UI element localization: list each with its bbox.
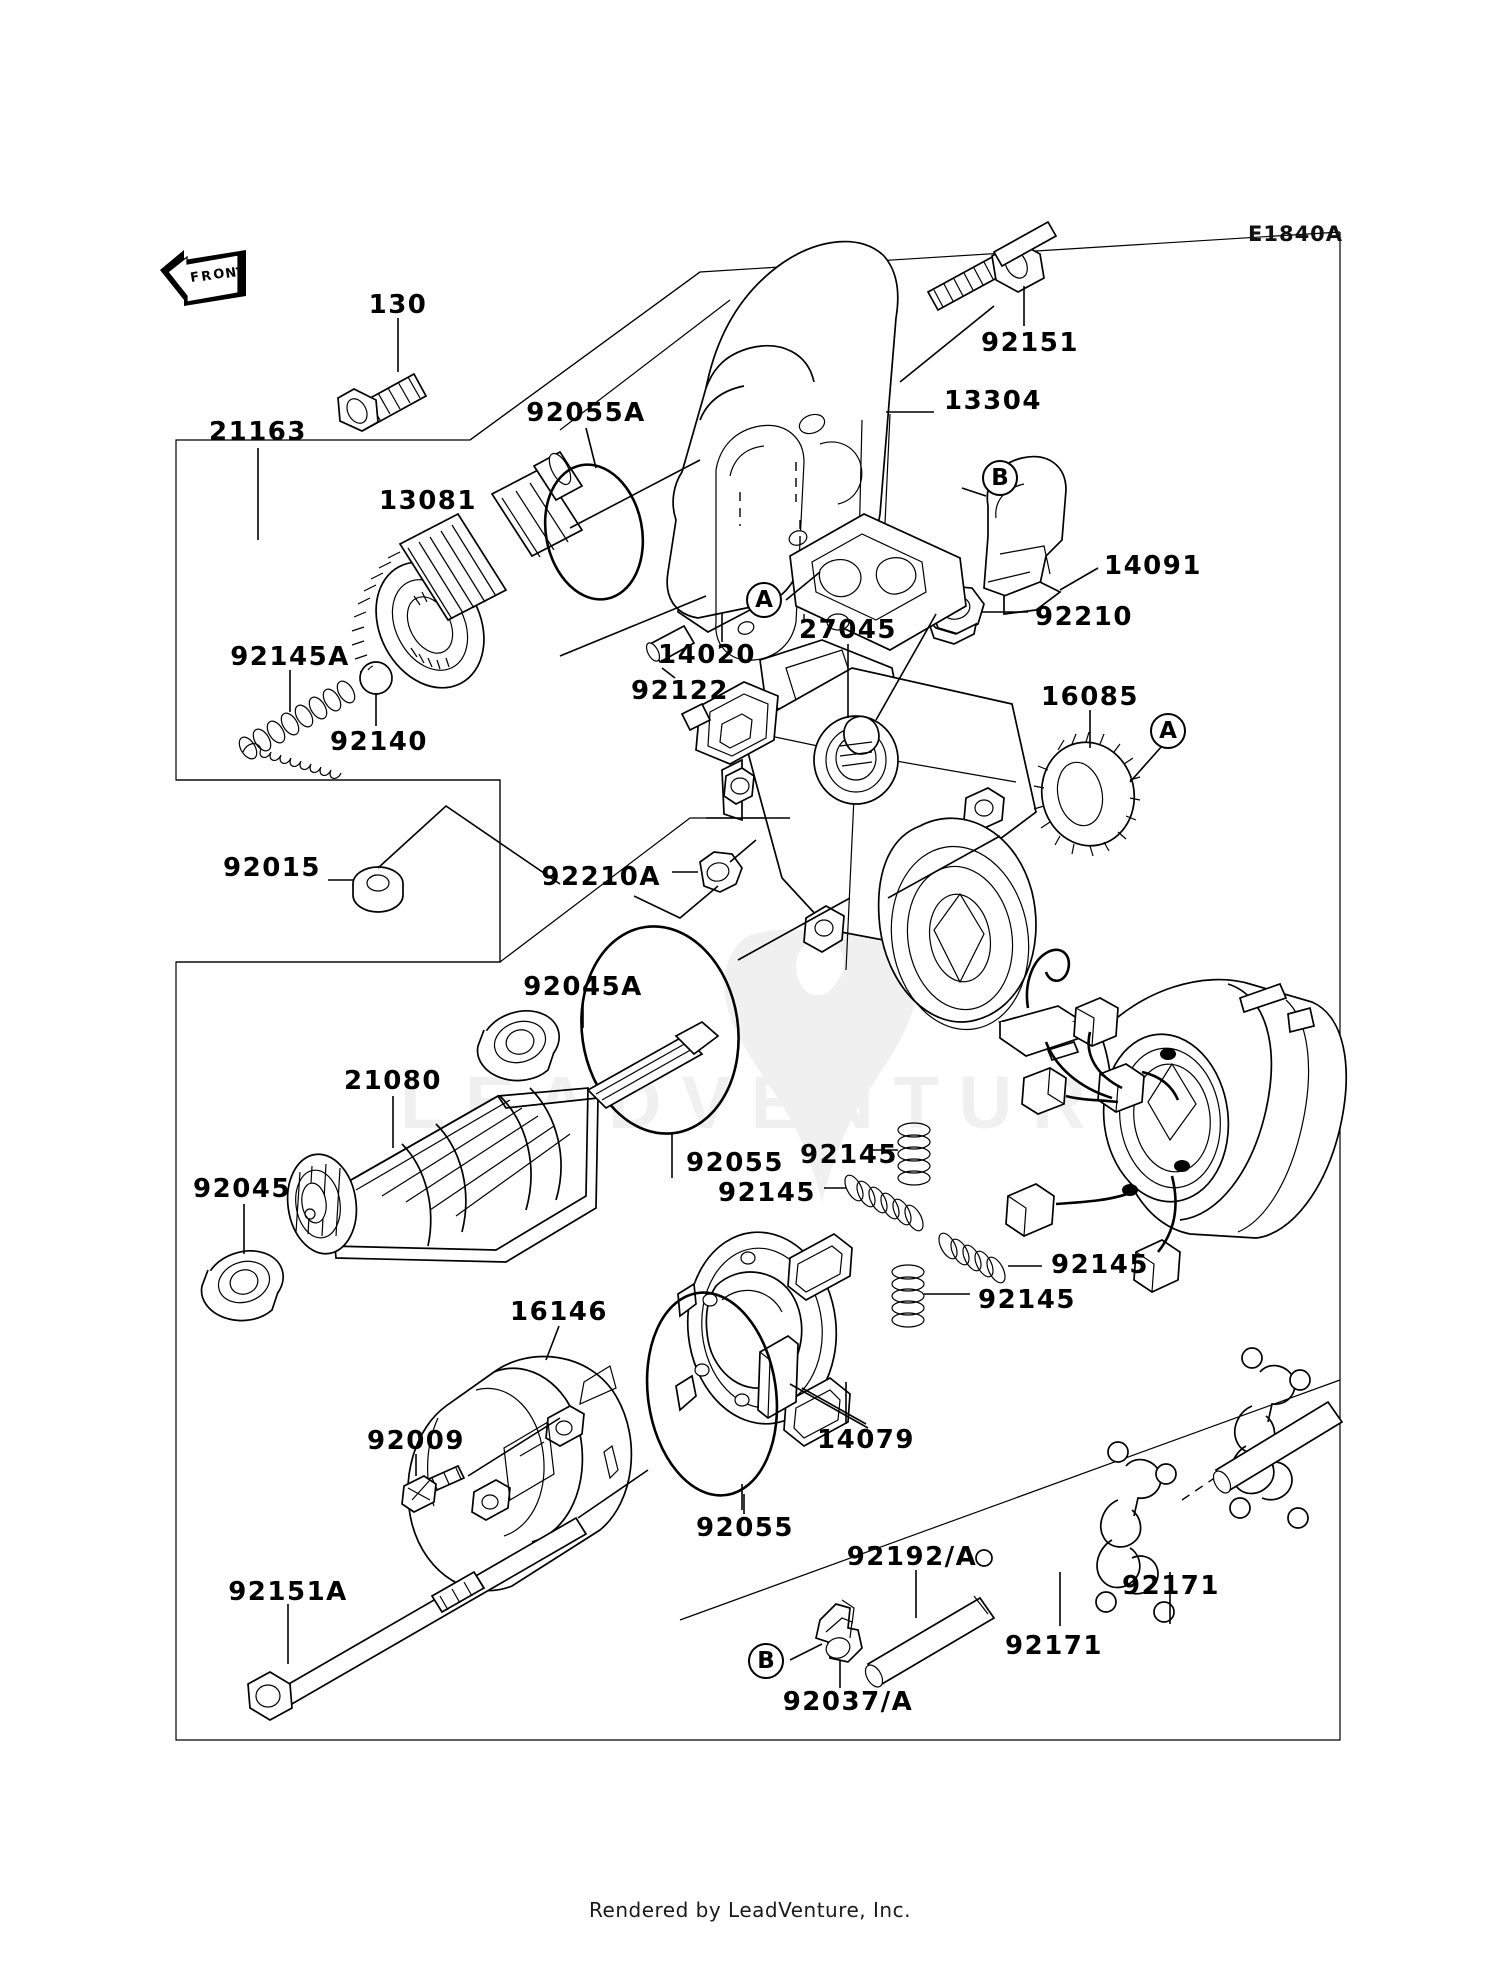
- label-13081: 13081: [379, 486, 477, 516]
- part-92037A-cable-clamp: [789, 1599, 863, 1688]
- label-21080: 21080: [344, 1066, 442, 1096]
- part-92145A-spring: [238, 670, 356, 779]
- part-field-coil-yoke-assembly: [997, 948, 1348, 1293]
- part-92055-oring-upper: [580, 897, 851, 1178]
- svg-text:F: F: [189, 270, 200, 286]
- footer-credit: Rendered by LeadVenture, Inc.: [589, 1898, 911, 1922]
- spring-3: [938, 1232, 1042, 1284]
- part-13081-reduction-gear: [351, 450, 584, 696]
- part-92055-oring-lower: [645, 1291, 779, 1514]
- label-92192A: 92192/A: [846, 1542, 978, 1572]
- part-92145-brush-springs: [824, 1122, 1042, 1328]
- label-92145-1: 92145: [800, 1140, 898, 1170]
- marker-a-right: A: [1150, 713, 1186, 749]
- label-92145A: 92145A: [230, 642, 350, 672]
- label-92009: 92009: [367, 1426, 465, 1456]
- label-92015: 92015: [223, 853, 321, 883]
- part-92151A-through-bolt: [247, 1469, 649, 1721]
- part-92122-pin: [645, 624, 696, 679]
- marker-a-left: A: [746, 582, 782, 618]
- label-92151A: 92151A: [228, 1577, 348, 1607]
- label-92037A: 92037/A: [782, 1687, 914, 1717]
- part-16085-pinion-gear: [1033, 710, 1163, 857]
- svg-text:N: N: [224, 265, 237, 282]
- label-92140: 92140: [330, 727, 428, 757]
- label-92045: 92045: [193, 1174, 291, 1204]
- spring-1: [872, 1122, 931, 1186]
- part-130-bolt: [337, 372, 428, 432]
- svg-text:T: T: [235, 265, 246, 281]
- label-14091: 14091: [1104, 551, 1202, 581]
- label-92210: 92210: [1035, 602, 1133, 632]
- label-92055-lower: 92055: [696, 1513, 794, 1543]
- part-92151-bolt: [899, 220, 1058, 383]
- label-92055A: 92055A: [526, 398, 646, 428]
- label-21163: 21163: [209, 417, 307, 447]
- label-130: 130: [368, 290, 428, 320]
- part-92140-ball: [359, 661, 393, 726]
- label-92145-2: 92145: [718, 1178, 816, 1208]
- part-27045-solenoid: [680, 513, 1037, 1031]
- part-14079-brush-holder: [675, 1231, 869, 1448]
- part-92045-bearing: [200, 1204, 285, 1322]
- part-92015-nut: [328, 804, 561, 913]
- label-13304: 13304: [944, 386, 1042, 416]
- label-92210A: 92210A: [541, 862, 661, 892]
- label-16085: 16085: [1041, 682, 1139, 712]
- svg-text:O: O: [212, 266, 225, 283]
- part-92045A-bearing: [476, 1000, 584, 1082]
- part-sleeve-tube-right: [1212, 1400, 1344, 1494]
- label-16146: 16146: [510, 1297, 608, 1327]
- label-92151: 92151: [981, 328, 1079, 358]
- label-92145-3: 92145: [1051, 1250, 1149, 1280]
- part-21080-armature: [286, 1020, 720, 1263]
- spring-4: [891, 1264, 970, 1328]
- svg-text:R: R: [200, 269, 212, 285]
- label-27045: 27045: [799, 615, 897, 645]
- part-92055A-oring: [543, 427, 645, 601]
- part-92192A-tube: [864, 1549, 996, 1688]
- marker-b-bottom: B: [748, 1643, 784, 1679]
- label-14020: 14020: [658, 640, 756, 670]
- label-92171-1: 92171: [1122, 1571, 1220, 1601]
- diagram-code: E1840A: [1248, 222, 1344, 246]
- label-92045A: 92045A: [523, 972, 643, 1002]
- label-92145-4: 92145: [978, 1285, 1076, 1315]
- part-92171-clamp-1: [1095, 1441, 1177, 1624]
- label-92171-2: 92171: [1005, 1631, 1103, 1661]
- part-92210A-nut: [633, 839, 757, 919]
- part-92009-screw: [401, 1417, 561, 1513]
- label-14079: 14079: [817, 1425, 915, 1455]
- label-92055-upper: 92055: [686, 1148, 784, 1178]
- marker-b-top: B: [982, 460, 1018, 496]
- front-orientation-arrow: F R O N T: [160, 250, 247, 306]
- spring-2: [824, 1174, 924, 1232]
- label-92122: 92122: [631, 676, 729, 706]
